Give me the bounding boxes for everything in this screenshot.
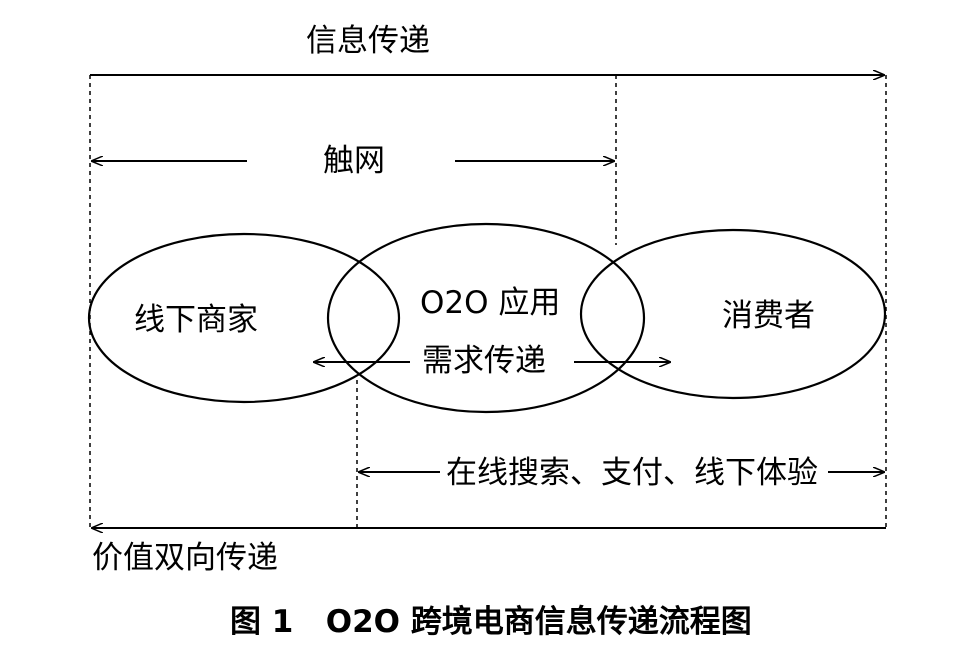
info-transfer-label: 信息传递 — [306, 23, 430, 59]
figure-caption: 图 1 O2O 跨境电商信息传递流程图 — [230, 604, 752, 640]
touch-net-label: 触网 — [323, 143, 385, 179]
offline-merchant-ellipse — [87, 232, 401, 404]
o2o-app-ellipse — [326, 222, 646, 414]
value-transfer-label: 价值双向传递 — [92, 540, 278, 576]
o2o-app-label: O2O 应用 — [420, 285, 560, 321]
consumer-label: 消费者 — [722, 298, 815, 334]
offline-merchant-label: 线下商家 — [134, 302, 258, 338]
online-search-label: 在线搜索、支付、线下体验 — [446, 455, 818, 491]
demand-transfer-label: 需求传递 — [422, 343, 546, 379]
consumer-ellipse — [579, 228, 887, 400]
